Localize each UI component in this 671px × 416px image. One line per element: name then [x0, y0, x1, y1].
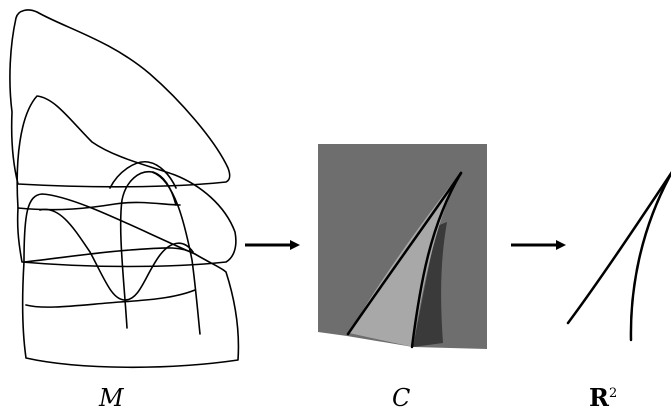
- manifold-cusp-loop: [109, 161, 177, 189]
- label-r2-exponent: 2: [608, 386, 618, 401]
- manifold-fold-curve-right: [25, 289, 196, 308]
- surface-cusp-right-curve: [410, 171, 463, 349]
- manifold-inner-line-lower: [23, 247, 196, 263]
- surface-shadow-fold: [413, 222, 447, 347]
- label-r2: R2: [589, 386, 617, 410]
- label-m: M: [99, 384, 124, 412]
- manifold-vertical-fold-1: [119, 171, 201, 335]
- label-r2-base: R: [589, 383, 609, 412]
- cusp-r2: [566, 171, 671, 342]
- manifold-m: [9, 9, 240, 369]
- cusp-left-branch: [566, 171, 671, 325]
- cusp-right-branch: [629, 171, 671, 342]
- surface-c: [318, 144, 487, 349]
- manifold-vertical-fold-2: [152, 171, 177, 206]
- manifold-middle-slice: [16, 95, 237, 268]
- label-c: C: [392, 384, 411, 412]
- manifold-top-slice: [9, 9, 231, 188]
- manifold-inner-line-mid: [17, 201, 181, 211]
- surface-light-fold: [349, 173, 460, 347]
- manifold-fold-curve-left: [39, 208, 194, 301]
- manifold-bottom-slice: [21, 193, 240, 369]
- surface-cusp-left-curve: [346, 171, 463, 336]
